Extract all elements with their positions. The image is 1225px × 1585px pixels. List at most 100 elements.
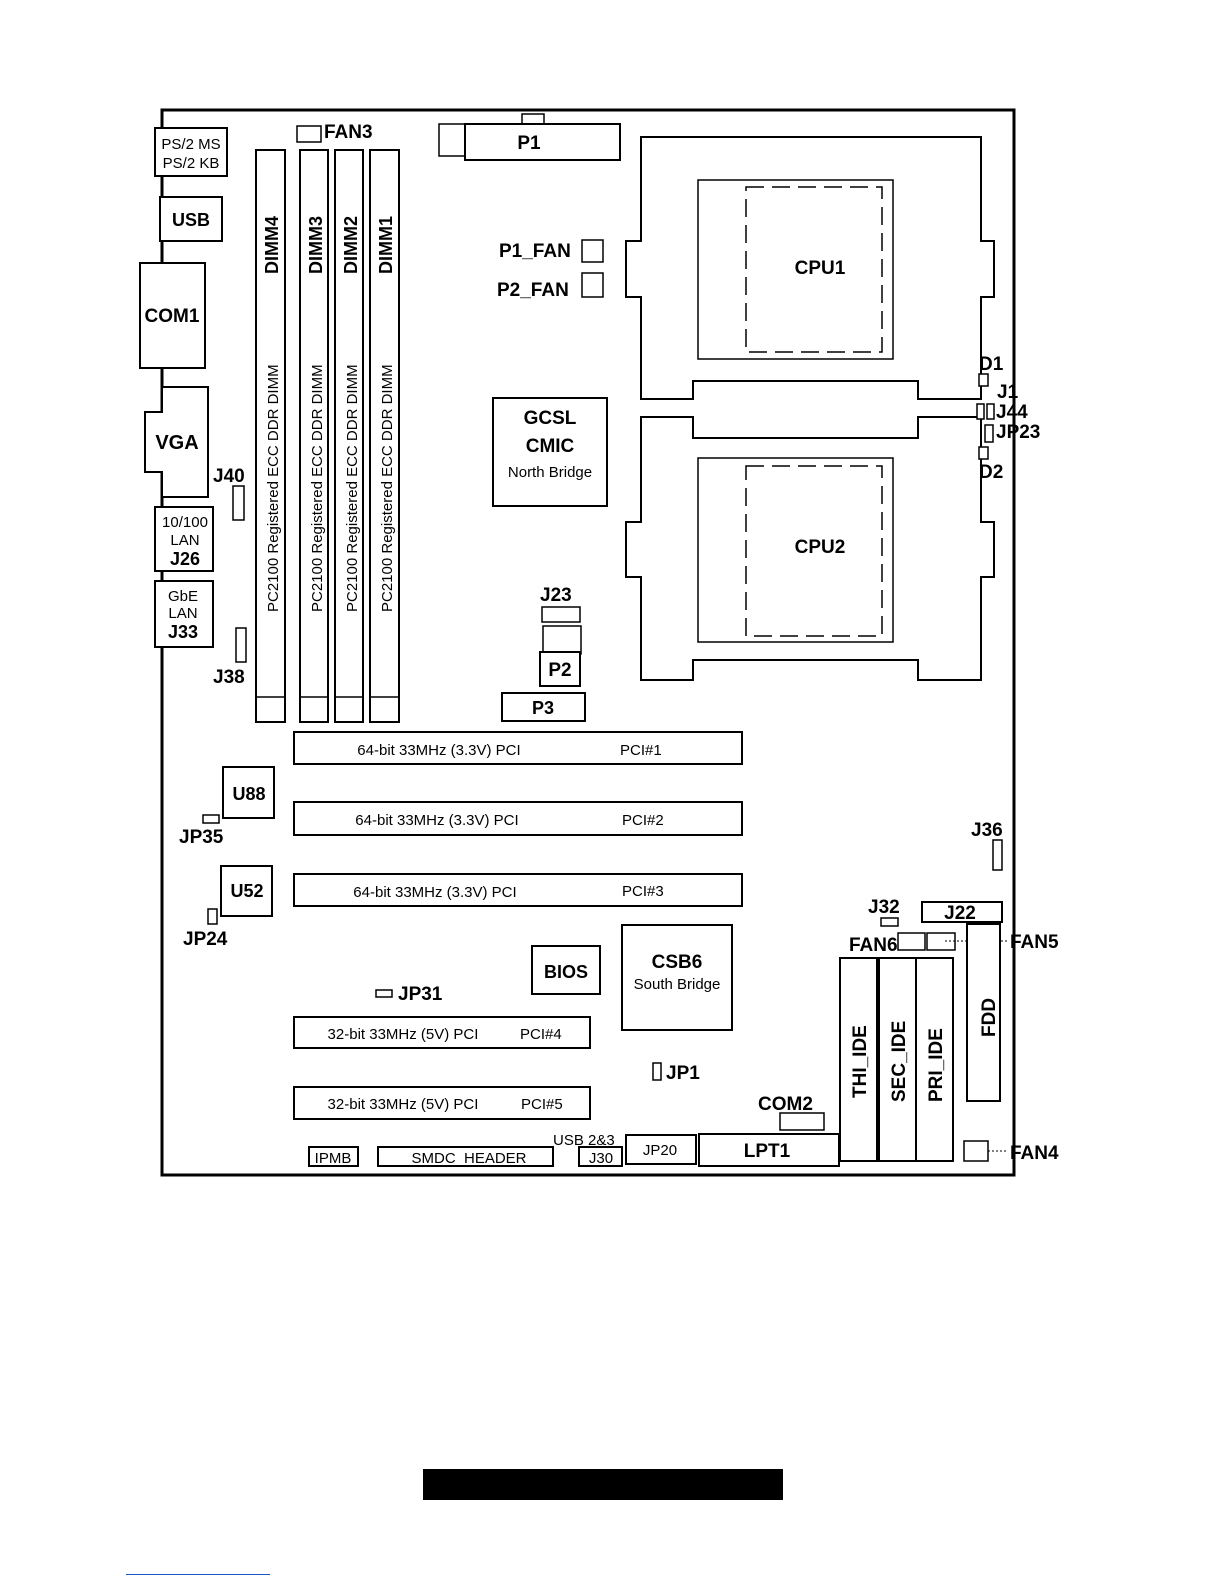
lan-gbe-port: GbE LAN J33: [154, 580, 214, 648]
j36-header: [992, 839, 1003, 871]
p2-fan-label: P2_FAN: [497, 280, 569, 301]
jp20-label: JP20: [643, 1142, 677, 1159]
u52-label: U52: [230, 881, 263, 901]
usb-label: USB: [172, 210, 210, 230]
south-bridge-chip: CSB6 South Bridge: [621, 924, 733, 1031]
j38-header: [235, 627, 247, 663]
lan-gbe-lan-label: LAN: [168, 605, 197, 622]
pci3-desc: 64-bit 33MHz (3.3V) PCI: [353, 884, 516, 901]
fan3-label: FAN3: [324, 122, 373, 143]
ps2-ms-label: PS/2 MS: [161, 136, 220, 153]
bios-chip: [531, 945, 601, 995]
com2-label: COM2: [758, 1094, 813, 1115]
jp31-label: JP31: [398, 984, 443, 1005]
pci1-id: PCI#1: [620, 742, 662, 759]
lan-100-port: 10/100 LAN J26: [154, 506, 214, 572]
usb23-label: USB 2&3: [553, 1132, 615, 1149]
d2-led: [978, 446, 989, 460]
jp24-label: JP24: [183, 929, 228, 950]
fan6-label: FAN6: [849, 935, 898, 956]
pci3-id: PCI#3: [622, 883, 664, 900]
j44-label: J44: [996, 402, 1028, 423]
lan-100-lan-label: LAN: [170, 532, 199, 549]
smdc-header: [377, 1146, 554, 1167]
jp31-jumper: [375, 989, 393, 998]
p2-label: P2: [548, 660, 571, 681]
pci1-desc: 64-bit 33MHz (3.3V) PCI: [357, 742, 520, 759]
pri-ide-connector: PRI_IDE: [915, 957, 954, 1162]
dimm-slot-2: DIMM2 PC2100 Registered ECC DDR DIMM: [334, 149, 364, 723]
lpt1-connector: [698, 1133, 840, 1167]
thi-ide-connector: THI_IDE: [839, 957, 878, 1162]
jp23-jumper: [984, 424, 994, 443]
cpu2-label: CPU2: [795, 537, 846, 558]
smdc-label: SMDC HEADER: [411, 1150, 526, 1167]
pci5-id: PCI#5: [521, 1096, 563, 1113]
j38-label: J38: [213, 667, 245, 688]
j40-label: J40: [213, 466, 245, 487]
dimm3-type: PC2100 Registered ECC DDR DIMM: [309, 364, 326, 612]
j23-label: J23: [540, 585, 572, 606]
j1-header: [986, 403, 995, 420]
com1-label: COM1: [145, 306, 200, 327]
lpt1-label: LPT1: [744, 1141, 791, 1162]
south-bridge-label: South Bridge: [634, 976, 721, 993]
com1-port: COM1: [139, 262, 206, 369]
j1-label: J1: [997, 382, 1019, 403]
dimm3-name: DIMM3: [306, 216, 326, 274]
p1-label: P1: [517, 133, 541, 154]
north-bridge-label: North Bridge: [508, 464, 592, 481]
p1-fan-label: P1_FAN: [499, 241, 571, 262]
ps2-connector: PS/2 MS PS/2 KB: [154, 127, 228, 177]
cmic-label: CMIC: [526, 436, 575, 457]
pci-slot-5: 32-bit 33MHz (5V) PCI PCI#5: [293, 1086, 591, 1120]
pci-slot-1: 64-bit 33MHz (3.3V) PCI PCI#1: [293, 731, 743, 765]
vga-port: VGA: [144, 386, 209, 498]
pci2-id: PCI#2: [622, 812, 664, 829]
cpu1-label: CPU1: [795, 258, 846, 279]
jp20-header: [625, 1134, 697, 1165]
p1-power-connector: P1: [438, 113, 621, 161]
j32-label: J32: [868, 897, 900, 918]
j36-label: J36: [971, 820, 1003, 841]
csb6-label: CSB6: [652, 952, 703, 973]
sec-ide-connector: SEC_IDE: [878, 957, 917, 1162]
p3-power-connector: P3: [501, 692, 586, 722]
jp1-jumper: [652, 1062, 662, 1081]
fan6-header: [897, 932, 926, 951]
j22-header: [921, 901, 1003, 923]
fan5-label: FAN5: [1010, 932, 1059, 953]
d2-label: D2: [979, 462, 1003, 483]
sec-ide-label: SEC_IDE: [889, 1021, 910, 1102]
gcsl-label: GCSL: [524, 408, 577, 429]
pci4-id: PCI#4: [520, 1026, 562, 1043]
ipmb-label: IPMB: [315, 1150, 352, 1167]
j40-header: [232, 485, 245, 521]
fan3-header: [296, 125, 322, 143]
pci4-desc: 32-bit 33MHz (5V) PCI: [328, 1026, 479, 1043]
dimm-slot-4: DIMM4 PC2100 Registered ECC DDR DIMM: [255, 149, 286, 723]
vga-label: VGA: [155, 432, 198, 454]
u52-chip: [220, 865, 273, 917]
cpu1-socket: CPU1: [625, 136, 995, 400]
dimm-slot-3: DIMM3 PC2100 Registered ECC DDR DIMM: [299, 149, 329, 723]
p2-power-connector: P2: [539, 625, 582, 687]
north-bridge-chip: GCSL CMIC North Bridge: [492, 397, 608, 507]
p2-fan-header: [581, 272, 604, 298]
pri-ide-label: PRI_IDE: [926, 1028, 947, 1102]
dimm1-type: PC2100 Registered ECC DDR DIMM: [379, 364, 396, 612]
ipmb-header: [308, 1146, 359, 1167]
pci2-desc: 64-bit 33MHz (3.3V) PCI: [355, 812, 518, 829]
p1-fan-header: [581, 239, 604, 263]
pci-slot-2: 64-bit 33MHz (3.3V) PCI PCI#2: [293, 801, 743, 836]
j30-label: J30: [589, 1150, 613, 1167]
bios-label: BIOS: [544, 962, 588, 982]
dimm4-type: PC2100 Registered ECC DDR DIMM: [265, 364, 282, 612]
j26-label: J26: [170, 549, 200, 569]
jp35-jumper: [202, 814, 220, 824]
ps2-kb-label: PS/2 KB: [163, 155, 220, 172]
dimm2-name: DIMM2: [341, 216, 361, 274]
j22-label: J22: [944, 903, 976, 924]
j23-header: [541, 606, 581, 623]
p3-label: P3: [532, 698, 554, 718]
